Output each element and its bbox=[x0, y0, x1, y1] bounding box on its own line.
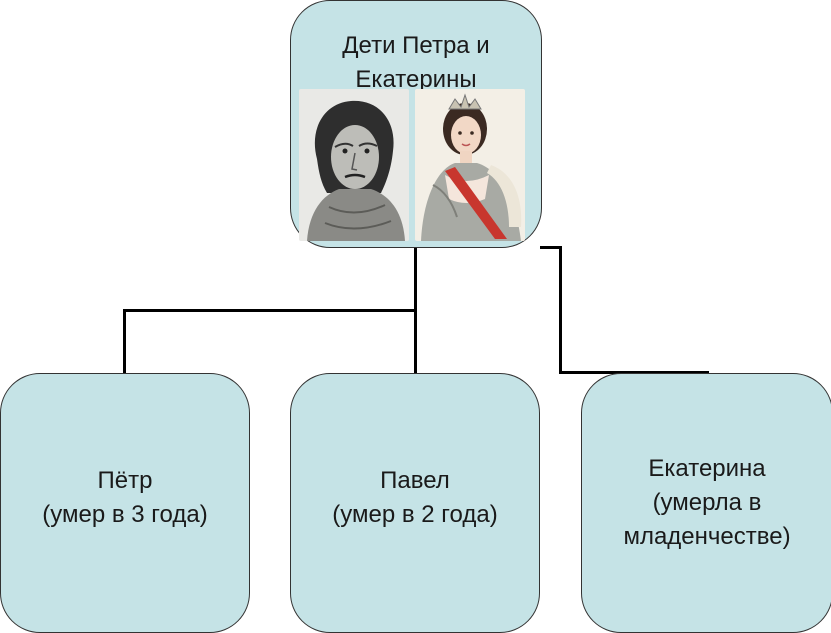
child-note: (умер в 3 года) bbox=[42, 501, 208, 528]
child-node-ekaterina: Екатерина (умерла в младенчестве) bbox=[581, 373, 831, 633]
child-node-petr: Пётр (умер в 3 года) bbox=[0, 373, 250, 633]
connector-drop-petr bbox=[123, 309, 126, 374]
child-text-petr: Пётр (умер в 3 года) bbox=[1, 464, 249, 532]
portrait-peter bbox=[299, 89, 409, 241]
connector-down-right bbox=[559, 246, 562, 374]
connector-root-right bbox=[540, 246, 562, 249]
child-text-ekaterina: Екатерина (умерла в младенчестве) bbox=[582, 452, 831, 554]
root-title: Дети Петра и Екатерины bbox=[291, 29, 541, 97]
root-node: Дети Петра и Екатерины bbox=[290, 0, 542, 248]
child-note-line2: младенчестве) bbox=[623, 523, 791, 550]
child-note-line1: (умерла в bbox=[652, 489, 762, 516]
connector-to-ekaterina bbox=[559, 371, 709, 374]
portrait-catherine bbox=[415, 89, 525, 241]
connector-horizontal-left bbox=[123, 309, 417, 312]
child-text-pavel: Павел (умер в 2 года) bbox=[291, 464, 539, 532]
root-title-line1: Дети Петра и bbox=[342, 32, 490, 59]
child-node-pavel: Павел (умер в 2 года) bbox=[290, 373, 540, 633]
child-note: (умер в 2 года) bbox=[332, 501, 498, 528]
child-name: Пётр bbox=[97, 467, 153, 494]
child-name: Павел bbox=[380, 467, 450, 494]
root-title-line2: Екатерины bbox=[355, 66, 477, 93]
child-name: Екатерина bbox=[648, 455, 766, 482]
